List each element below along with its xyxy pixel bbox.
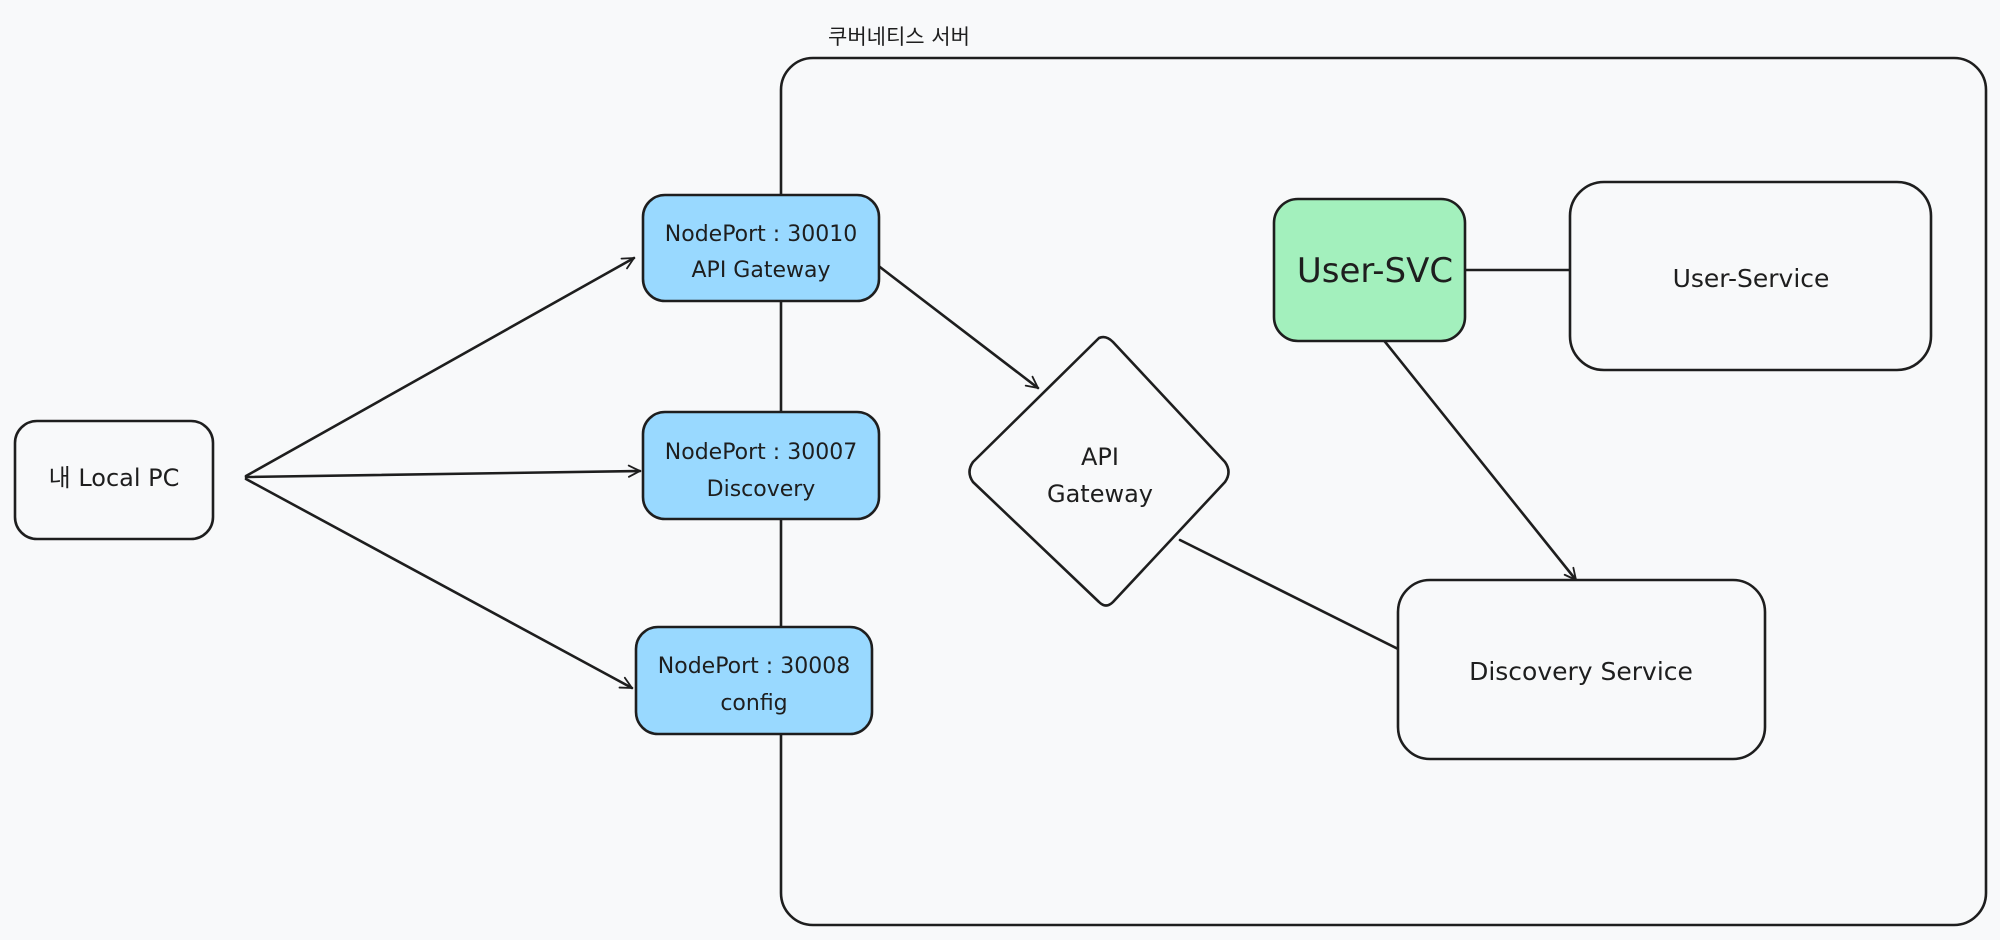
nodeport-api-gateway-port: NodePort : 30010 (665, 222, 857, 247)
nodeport-config-name: config (720, 691, 787, 716)
api-gateway-node: API Gateway (968, 335, 1230, 607)
nodeport-discovery-node: NodePort : 30007 Discovery (641, 410, 881, 521)
nodeport-config-port: NodePort : 30008 (658, 654, 850, 679)
edge-localpc-to-nodeport-config (244, 477, 634, 690)
discovery-service-node: Discovery Service (1396, 578, 1767, 761)
nodeport-config-node: NodePort : 30008 config (634, 625, 874, 736)
edge-nodeport-gateway-to-api-gateway (874, 262, 1040, 390)
nodeport-api-gateway-node: NodePort : 30010 API Gateway (641, 193, 881, 303)
api-gateway-line2: Gateway (1047, 480, 1153, 508)
nodeport-discovery-name: Discovery (707, 477, 816, 502)
local-pc-label: 내 Local PC (49, 464, 180, 492)
edge-api-gateway-to-discovery-service (1178, 538, 1400, 651)
local-pc-node: 내 Local PC (13, 419, 215, 541)
edge-user-svc-to-discovery-service (1380, 336, 1578, 582)
discovery-service-label: Discovery Service (1469, 657, 1693, 686)
edge-localpc-to-nodeport-gateway (244, 256, 636, 478)
edge-localpc-to-nodeport-discovery (244, 464, 642, 479)
user-service-node: User-Service (1568, 180, 1933, 372)
user-svc-node: User-SVC (1272, 197, 1467, 343)
cluster-title: 쿠버네티스 서버 (828, 25, 970, 49)
user-service-label: User-Service (1673, 264, 1830, 293)
nodeport-api-gateway-name: API Gateway (692, 258, 831, 283)
user-svc-label: User-SVC (1297, 251, 1453, 291)
nodeport-discovery-port: NodePort : 30007 (665, 440, 857, 465)
api-gateway-line1: API (1081, 443, 1119, 471)
